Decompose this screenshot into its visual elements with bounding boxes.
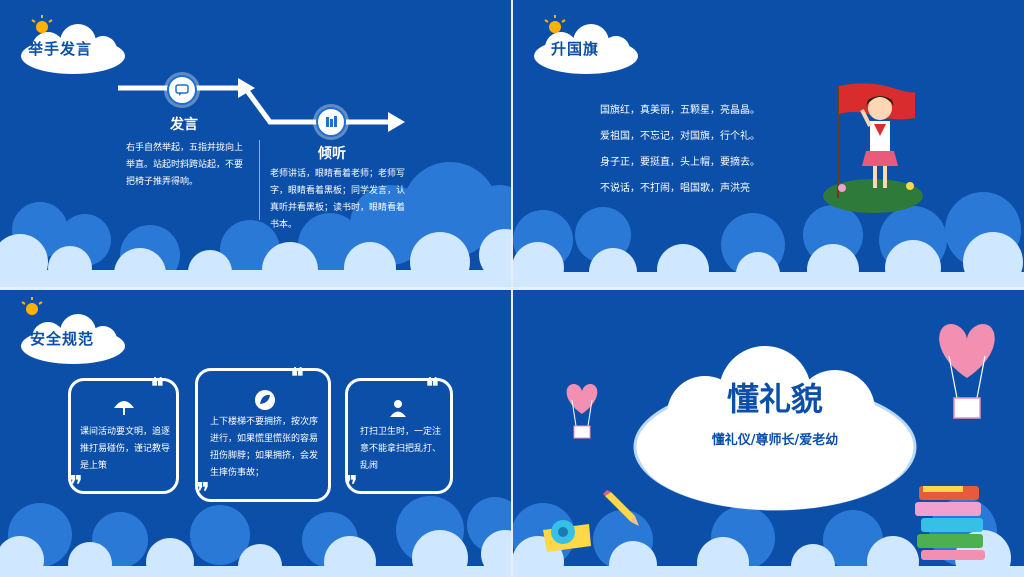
tape-dispenser-icon [543, 520, 591, 552]
girl-saluting-illustration [823, 83, 923, 213]
quote-mark: ❝ [425, 373, 439, 403]
flow-arrow [118, 78, 405, 132]
item-heading: 倾听 [318, 146, 346, 162]
umbrella-icon [114, 401, 134, 415]
slide-title: 升国旗 [551, 40, 600, 58]
slide-politeness[interactable]: 懂礼貌 懂礼仪/尊师长/爱老幼 [513, 290, 1024, 577]
cloud-badge [21, 24, 125, 74]
quote-mark: ❞ [344, 471, 358, 501]
book-stack-icon [915, 486, 985, 560]
title-cloud [633, 346, 917, 511]
quote-mark: ❝ [290, 363, 304, 393]
slide-title: 安全规范 [30, 330, 95, 348]
cloud-badge [21, 314, 125, 364]
slide-title: 举手发言 [28, 40, 93, 58]
slide-subtitle: 懂礼仪/尊师长/爱老幼 [711, 433, 839, 448]
pencil-icon [603, 490, 639, 526]
poem-line: 不说话，不打闹，唱国歌，声洪亮 [600, 183, 750, 194]
person-icon [390, 400, 406, 417]
sun-icon [31, 15, 53, 33]
quote-mark: ❝ [150, 373, 164, 403]
book-icon [316, 107, 346, 137]
divider [259, 140, 260, 220]
cloud-badge [534, 24, 638, 74]
card-text: 上下楼梯不要拥挤，按次序进行，如果慌里慌张的容易扭伤脚脖；如果拥挤，会发生摔伤事… [210, 417, 319, 478]
sun-icon [21, 297, 43, 315]
quote-mark: ❞ [196, 478, 210, 508]
poem-line: 身子正，要挺直，头上帽，要摘去。 [600, 157, 760, 168]
safety-card [68, 378, 179, 494]
chat-icon [167, 75, 197, 105]
item-text: 右手自然举起，五指并拢向上举直。站起时斜跨站起，不要把椅子推弄得响。 [126, 143, 244, 187]
slide-raise-hand[interactable]: 举手发言 发言 右手自然举起，五指并拢向上举直。站起时斜跨站起，不要把椅子推弄得… [0, 0, 511, 287]
safety-card [345, 378, 453, 494]
card-text: 课间活动要文明，追逐推打易碰伤，谨记教导是上策 [80, 427, 171, 471]
item-text: 老师讲话，眼睛看着老师；老师写字，眼睛看着黑板；同学发言，认真听并看黑板；读书时… [270, 169, 406, 230]
slide-title: 懂礼貌 [726, 380, 823, 418]
slide-safety[interactable]: 安全规范 ❝ ❞ ❝ ❞ ❝ ❞ 课间活动要文明，追逐推打易碰伤，谨记教导是上策… [0, 290, 511, 577]
item-heading: 发言 [170, 117, 198, 133]
leaf-icon [255, 390, 275, 410]
card-text: 打扫卫生时，一定注意不能拿扫把乱打、乱闹 [360, 427, 442, 471]
heart-balloon-icon [939, 324, 995, 419]
poem-line: 爱祖国，不忘记，对国旗，行个礼。 [600, 131, 760, 142]
slide-flag-raising[interactable]: 升国旗 国旗红，真美丽，五颗星，亮晶晶。 爱祖国，不忘记，对国旗，行个礼。 身子… [513, 0, 1024, 287]
poem-line: 国旗红，真美丽，五颗星，亮晶晶。 [600, 105, 760, 116]
quote-mark: ❞ [69, 471, 83, 501]
heart-balloon-icon [566, 384, 598, 439]
sun-icon [544, 15, 566, 33]
safety-card [195, 368, 331, 502]
poem-block: 国旗红，真美丽，五颗星，亮晶晶。 爱祖国，不忘记，对国旗，行个礼。 身子正，要挺… [600, 98, 760, 202]
